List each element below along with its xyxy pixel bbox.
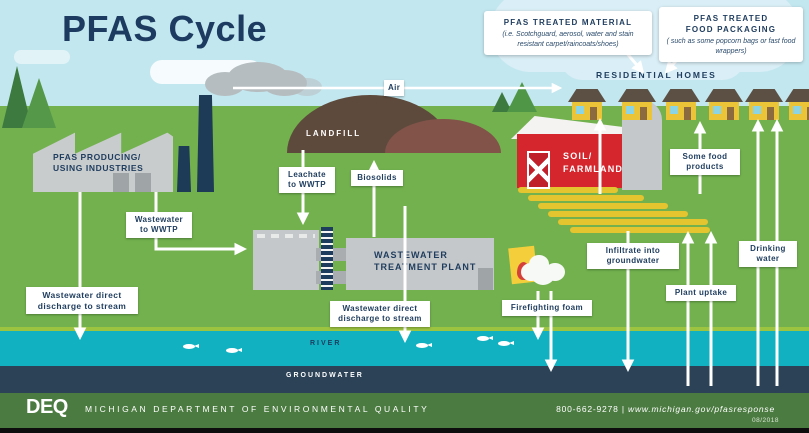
factory-window <box>113 173 129 192</box>
callout-title: PFAS TREATED FOOD PACKAGING <box>685 14 777 35</box>
fish-icon <box>477 336 493 341</box>
house-icon <box>568 89 606 120</box>
chimney-icon <box>197 95 214 192</box>
website-url: www.michigan.gov/pfasresponse <box>628 404 775 414</box>
fish-icon <box>226 348 242 353</box>
wwtp-tank <box>253 230 319 290</box>
footer-contact: 800-662-9278 | www.michigan.gov/pfasresp… <box>430 404 775 414</box>
barn-door <box>527 151 550 189</box>
plant-uptake-label: Plant uptake <box>666 285 736 301</box>
cloud <box>14 50 70 64</box>
fish-icon <box>183 344 199 349</box>
house-icon <box>618 89 656 120</box>
agency-name: MICHIGAN DEPARTMENT OF ENVIRONMENTAL QUA… <box>85 404 430 414</box>
infiltrate-label: Infiltrate into groundwater <box>587 243 679 269</box>
groundwater-label: GROUNDWATER <box>286 372 364 379</box>
wastewater-to-wwtp-label: Wastewater to WWTP <box>126 212 192 238</box>
house-icon <box>662 89 700 120</box>
foam-cloud-icon <box>521 263 541 281</box>
chimney-icon <box>177 146 191 192</box>
bottom-black-bar <box>0 428 809 433</box>
landfill-label: LANDFILL <box>306 129 362 138</box>
phone-number: 800-662-9278 <box>556 404 619 414</box>
house-icon <box>745 89 783 120</box>
crop-row <box>548 211 688 217</box>
wwtp-tank-rim <box>257 234 315 238</box>
separator: | <box>621 404 625 414</box>
drinking-water-label: Drinking water <box>739 241 797 267</box>
leachate-label: Leachate to WWTP <box>279 167 335 193</box>
footer-bar <box>0 393 809 428</box>
residential-homes-label: RESIDENTIAL HOMES <box>596 70 717 80</box>
air-label: Air <box>384 80 405 96</box>
factory-window <box>135 173 151 192</box>
crop-row <box>528 195 644 201</box>
crop-row <box>518 187 618 193</box>
soil-farmland-label: SOIL/ FARMLAND <box>563 151 624 174</box>
discharge-middle-label: Wastewater direct discharge to stream <box>330 301 430 327</box>
callout-subtitle: (i.e. Scotchguard, aerosol, water and st… <box>502 31 634 48</box>
industries-label: PFAS PRODUCING/ USING INDUSTRIES <box>53 152 144 174</box>
house-icon <box>705 89 743 120</box>
groundwater-band <box>0 366 809 393</box>
river-label: RIVER <box>310 340 342 347</box>
some-food-products-label: Some food products <box>670 149 740 175</box>
callout-pfas-treated-food-packaging: PFAS TREATED FOOD PACKAGING ( such as so… <box>659 7 803 63</box>
deq-logo: DEQ <box>26 396 68 418</box>
fish-icon <box>498 341 514 346</box>
crop-row <box>558 219 708 225</box>
discharge-left-label: Wastewater direct discharge to stream <box>26 287 138 315</box>
ladder-icon <box>321 227 333 290</box>
crop-row <box>570 227 710 233</box>
wwtp-label: WASTEWATER TREATMENT PLANT <box>374 250 477 272</box>
publication-date: 08/2018 <box>752 417 779 424</box>
firefighting-foam-label: Firefighting foam <box>502 300 592 316</box>
callout-subtitle: ( such as some popcorn bags or fast food… <box>666 38 796 55</box>
house-icon <box>785 89 809 120</box>
crop-row <box>538 203 668 209</box>
biosolids-label: Biosolids <box>351 170 403 186</box>
arrow-wastewater-to-wwtp <box>154 192 248 256</box>
fish-icon <box>416 343 432 348</box>
wwtp-vent <box>478 268 493 290</box>
page-title: PFAS Cycle <box>62 8 268 49</box>
wwtp-building <box>346 238 494 290</box>
callout-pfas-treated-material: PFAS TREATED MATERIAL (i.e. Scotchguard,… <box>484 11 652 56</box>
callout-title: PFAS TREATED MATERIAL <box>503 18 633 27</box>
